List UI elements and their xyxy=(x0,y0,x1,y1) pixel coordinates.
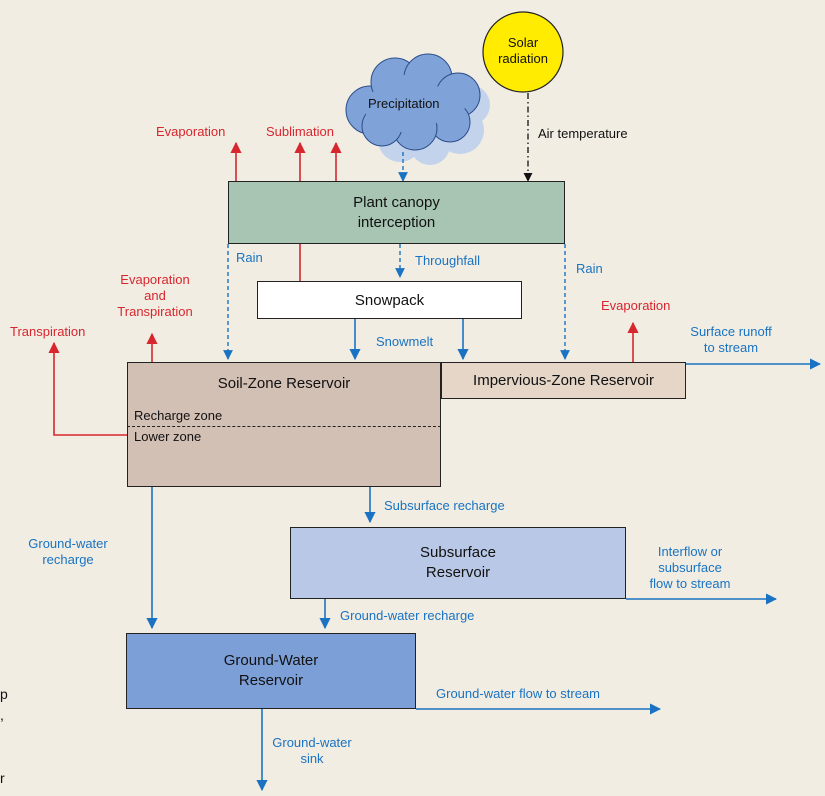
interflow-line2: subsurface xyxy=(658,560,722,575)
evaporation-and-transpiration-label: Evaporation and Transpiration xyxy=(105,272,205,320)
groundwater-line1: Ground-Water xyxy=(223,652,319,669)
gw-recharge-left-line2: recharge xyxy=(42,552,94,567)
cropped-edge-text-3: r xyxy=(0,770,5,786)
plant-canopy-box: Plant canopy interception xyxy=(228,181,565,244)
interflow-label: Interflow or subsurface flow to stream xyxy=(635,544,745,592)
gw-recharge-left-line1: Ground-water xyxy=(28,536,108,551)
subsurface-recharge-label: Subsurface recharge xyxy=(384,498,505,513)
lower-zone-label: Lower zone xyxy=(134,429,202,444)
solar-label-line2: radiation xyxy=(498,51,548,66)
impervious-zone-reservoir-box: Impervious-Zone Reservoir xyxy=(441,362,686,399)
subsurface-line2: Reservoir xyxy=(425,564,491,581)
evap-trans-line2: and xyxy=(144,288,166,303)
transpiration-label: Transpiration xyxy=(10,324,86,339)
evaporation-top-label: Evaporation xyxy=(156,124,226,139)
air-temperature-label: Air temperature xyxy=(538,126,628,141)
rain-left-label: Rain xyxy=(236,250,263,265)
interflow-line1: Interflow or xyxy=(657,544,723,559)
sun-icon xyxy=(482,11,564,93)
throughfall-label: Throughfall xyxy=(415,253,481,268)
gw-sink-line2: sink xyxy=(300,751,324,766)
solar-radiation-label: Solar radiation xyxy=(483,35,563,67)
soil-zone-reservoir-box: Soil-Zone Reservoir xyxy=(127,362,441,487)
subsurface-reservoir-box: Subsurface Reservoir xyxy=(290,527,626,599)
snowpack-box: Snowpack xyxy=(257,281,522,319)
groundwater-line2: Reservoir xyxy=(238,672,304,689)
rain-right-label: Rain xyxy=(576,261,603,276)
surface-runoff-label: Surface runoff to stream xyxy=(676,324,786,356)
recharge-lower-divider xyxy=(127,426,441,427)
cropped-edge-text-2: , xyxy=(0,707,4,723)
snowmelt-label: Snowmelt xyxy=(376,334,434,349)
canopy-line2: interception xyxy=(357,213,436,231)
cropped-edge-text-1: p xyxy=(0,686,8,702)
solar-label-line1: Solar xyxy=(507,35,539,50)
interflow-line3: flow to stream xyxy=(649,576,731,591)
surface-runoff-line2: to stream xyxy=(703,340,759,355)
sublimation-label: Sublimation xyxy=(266,124,334,139)
ground-water-recharge-left-label: Ground-water recharge xyxy=(18,536,118,568)
canopy-line1: Plant canopy xyxy=(353,193,440,211)
cloud-icon xyxy=(345,53,490,165)
subsurface-line1: Subsurface xyxy=(420,544,496,561)
evap-trans-line1: Evaporation xyxy=(120,272,190,287)
evaporation-right-label: Evaporation xyxy=(601,298,671,313)
soil-zone-title: Soil-Zone Reservoir xyxy=(217,375,351,392)
ground-water-sink-label: Ground-water sink xyxy=(262,735,362,767)
ground-water-recharge-mid-label: Ground-water recharge xyxy=(340,608,475,623)
evap-trans-line3: Transpiration xyxy=(117,304,193,319)
gw-sink-line1: Ground-water xyxy=(272,735,352,750)
surface-runoff-line1: Surface runoff xyxy=(690,324,772,339)
ground-water-flow-label: Ground-water flow to stream xyxy=(436,686,601,701)
precipitation-label: Precipitation xyxy=(368,96,440,111)
recharge-zone-label: Recharge zone xyxy=(134,408,223,423)
ground-water-reservoir-box: Ground-Water Reservoir xyxy=(126,633,416,709)
